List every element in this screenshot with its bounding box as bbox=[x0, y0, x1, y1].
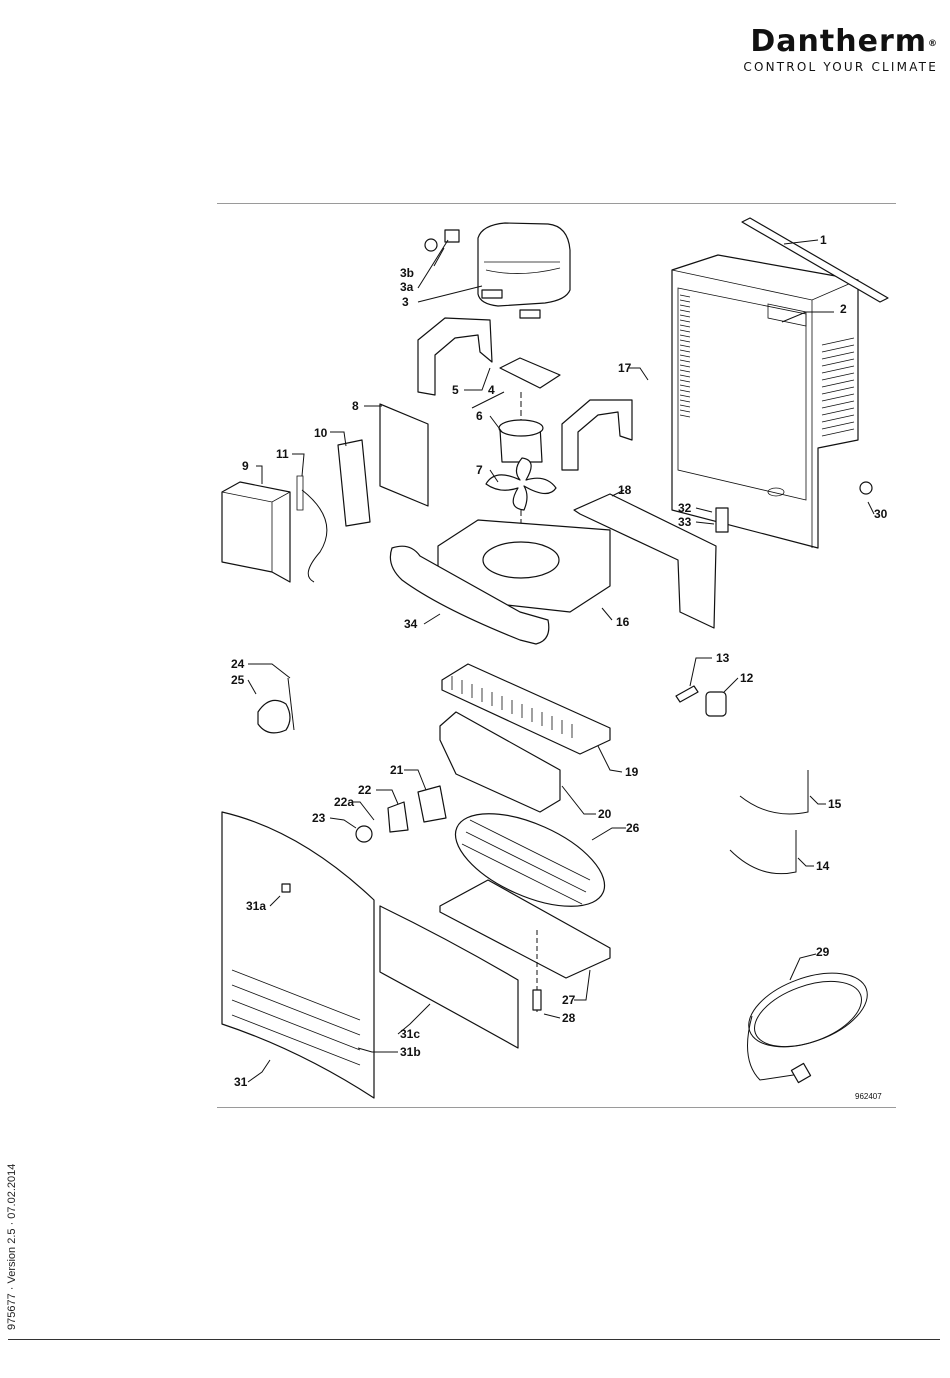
drawing-artwork bbox=[222, 218, 888, 1098]
callout-29: 29 bbox=[816, 945, 830, 959]
callout-12: 12 bbox=[740, 671, 754, 685]
callout-19: 19 bbox=[625, 765, 639, 779]
callout-27: 27 bbox=[562, 993, 576, 1007]
callout-1: 1 bbox=[820, 233, 827, 247]
callout-31b: 31b bbox=[400, 1045, 421, 1059]
callout-20: 20 bbox=[598, 807, 612, 821]
callout-30: 30 bbox=[874, 507, 888, 521]
callout-9: 9 bbox=[242, 459, 249, 473]
callout-17: 17 bbox=[618, 361, 632, 375]
callout-26: 26 bbox=[626, 821, 640, 835]
callout-3a: 3a bbox=[400, 280, 414, 294]
callout-23: 23 bbox=[312, 811, 326, 825]
callout-31: 31 bbox=[234, 1075, 248, 1089]
callout-15: 15 bbox=[828, 797, 842, 811]
callout-14: 14 bbox=[816, 859, 830, 873]
callout-25: 25 bbox=[231, 673, 245, 687]
callout-31a: 31a bbox=[246, 899, 266, 913]
drawing-reference: 962407 bbox=[855, 1092, 882, 1101]
callout-6: 6 bbox=[476, 409, 483, 423]
callout-28: 28 bbox=[562, 1011, 576, 1025]
callout-22a: 22a bbox=[334, 795, 354, 809]
callout-24: 24 bbox=[231, 657, 245, 671]
callout-18: 18 bbox=[618, 483, 632, 497]
callout-16: 16 bbox=[616, 615, 630, 629]
callout-11: 11 bbox=[276, 447, 289, 461]
document-version-info: 975677 · Version 2.5 · 07.02.2014 bbox=[6, 1164, 18, 1330]
callout-34: 34 bbox=[404, 617, 418, 631]
callout-13: 13 bbox=[716, 651, 730, 665]
callout-33: 33 bbox=[678, 515, 692, 529]
callout-3b: 3b bbox=[400, 266, 414, 280]
callout-32: 32 bbox=[678, 501, 692, 515]
callout-10: 10 bbox=[314, 426, 328, 440]
callout-31c: 31c bbox=[400, 1027, 420, 1041]
callout-8: 8 bbox=[352, 399, 359, 413]
callout-7: 7 bbox=[476, 463, 483, 477]
callout-3: 3 bbox=[402, 295, 409, 309]
callout-4: 4 bbox=[488, 383, 495, 397]
callout-22: 22 bbox=[358, 783, 372, 797]
callout-5: 5 bbox=[452, 383, 459, 397]
callout-21: 21 bbox=[390, 763, 404, 777]
callout-2: 2 bbox=[840, 302, 847, 316]
